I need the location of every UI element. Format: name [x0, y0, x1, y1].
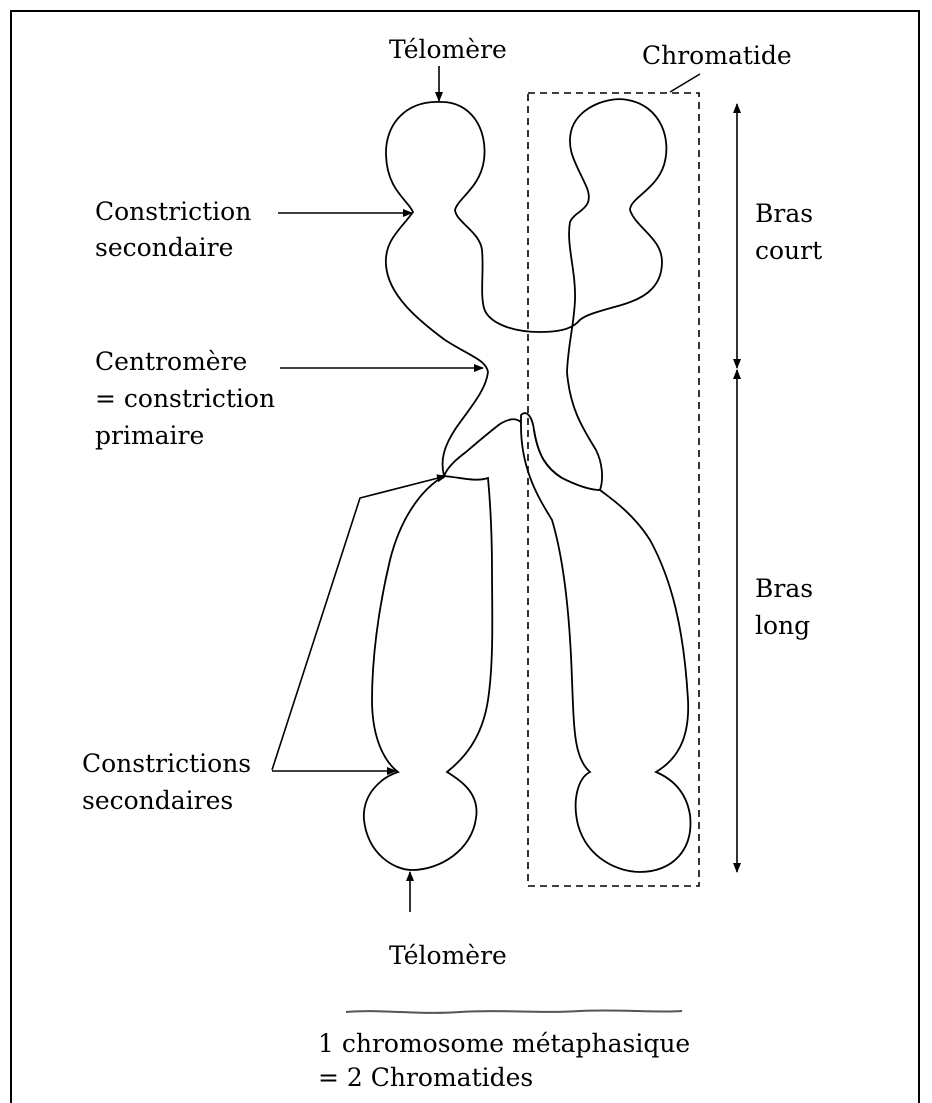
label-constriction-secondaire-2: secondaire	[95, 233, 234, 262]
chromosome-upper-outline	[385, 98, 668, 491]
label-bras-court-2: court	[755, 236, 823, 265]
label-chromatide: Chromatide	[642, 41, 792, 70]
chromatid-left-long-arm	[363, 475, 494, 871]
label-bras-long-2: long	[755, 611, 811, 640]
label-constriction-secondaire-1: Constriction	[95, 197, 252, 226]
label-bras-court-1: Bras	[755, 199, 814, 228]
caption-line-2: = 2 Chromatides	[318, 1063, 534, 1092]
chromatid-dashed-box	[527, 92, 700, 887]
chromatide-leader-line	[669, 73, 701, 93]
caption-line-1: 1 chromosome métaphasique	[318, 1029, 691, 1058]
caption-separator	[345, 1009, 683, 1014]
label-centromere-2: = constriction	[95, 384, 276, 413]
label-constrictions-secondaires-2: secondaires	[82, 786, 234, 815]
constrictions-secondaires-leader	[271, 474, 447, 771]
chromatid-right-long-arm	[520, 421, 692, 873]
label-centromere-3: primaire	[95, 421, 205, 450]
label-bras-long-1: Bras	[755, 574, 814, 603]
label-telomere-bottom: Télomère	[389, 941, 507, 970]
label-constrictions-secondaires-1: Constrictions	[82, 749, 252, 778]
figure-frame	[10, 10, 920, 1103]
label-telomere-top: Télomère	[389, 35, 507, 64]
label-centromere-1: Centromère	[95, 347, 248, 376]
